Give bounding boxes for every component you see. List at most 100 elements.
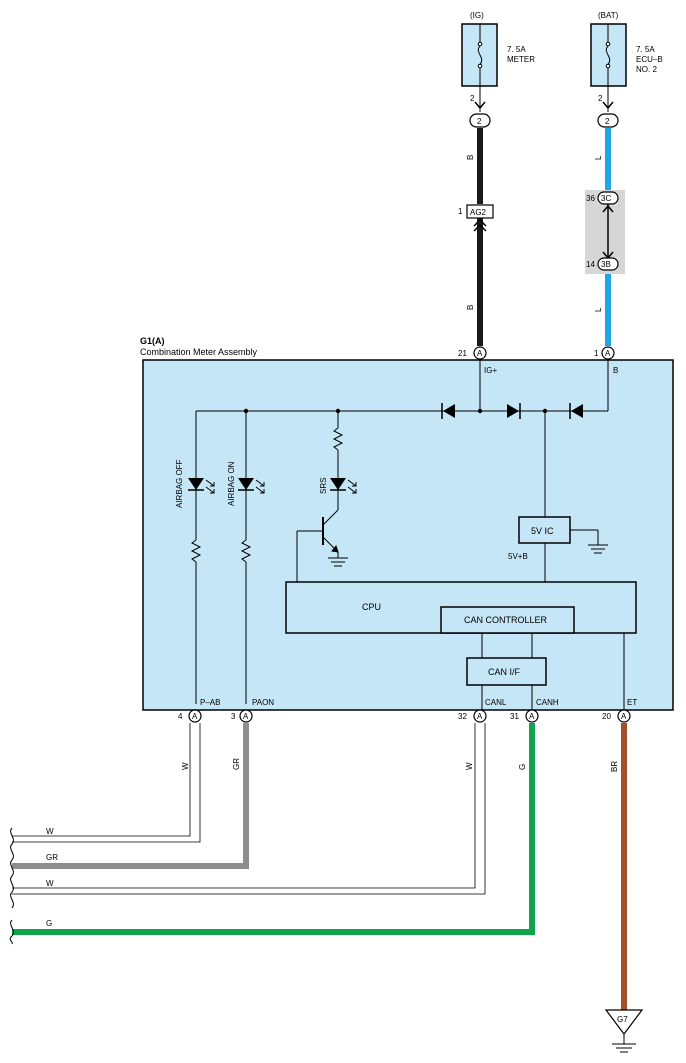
- svg-text:4: 4: [178, 712, 183, 721]
- svg-text:A: A: [243, 712, 249, 721]
- fuse-ig-rating: 7. 5A: [507, 45, 526, 54]
- conn-ag2-label: AG2: [470, 208, 487, 217]
- wire-w1: W W: [12, 723, 201, 843]
- meter-title: Combination Meter Assembly: [140, 347, 258, 357]
- wire-bat: L L 2 36 3C 14 3B: [585, 113, 625, 346]
- bottom-terminal-31: 31 A: [510, 709, 539, 723]
- svg-text:BR: BR: [610, 761, 619, 772]
- fuse-ig-name: METER: [507, 55, 535, 64]
- svg-text:A: A: [477, 349, 483, 358]
- svg-text:31: 31: [510, 712, 519, 721]
- wire-bat-upper-label: L: [594, 155, 603, 160]
- diode-icon: [569, 403, 583, 419]
- top-terminal-1: 1 A B: [594, 346, 618, 411]
- svg-text:W: W: [181, 762, 190, 770]
- conn-ag2-pin: 1: [458, 207, 463, 216]
- svg-text:G: G: [518, 764, 527, 770]
- svg-text:A: A: [621, 712, 627, 721]
- svg-text:W: W: [46, 879, 54, 888]
- wire-gr: GR GR: [12, 723, 249, 869]
- wire-ig-lower-label: B: [466, 305, 475, 310]
- bottom-terminal-32: 32 A: [458, 709, 487, 723]
- block-cpu: CPU CAN CONTROLLER: [285, 581, 637, 634]
- led-srs: SRS: [319, 427, 357, 510]
- ground-icon: [328, 557, 348, 567]
- pin-name-canh: CANH: [536, 698, 559, 707]
- svg-text:CAN CONTROLLER: CAN CONTROLLER: [464, 615, 548, 625]
- top-terminal-21: 21 A IG+: [458, 346, 497, 411]
- chevron-down-icon: [602, 101, 614, 110]
- svg-text:CAN I/F: CAN I/F: [488, 667, 521, 677]
- wire-ig-upper-label: B: [466, 155, 475, 160]
- svg-text:5V IC: 5V IC: [531, 526, 554, 536]
- pin-name-ig: IG+: [484, 366, 497, 375]
- meter-panel: [142, 359, 674, 711]
- wire-br: BR: [610, 723, 627, 1010]
- wire-g: G G: [12, 723, 535, 935]
- transistor-icon: [296, 509, 339, 582]
- bottom-terminal-4: 4 A: [178, 709, 202, 723]
- fuse-ig: (IG) 7. 5A METER 2: [461, 11, 535, 112]
- svg-text:20: 20: [602, 712, 611, 721]
- pin-name-p-ab: P–AB: [200, 698, 220, 707]
- bottom-terminal-20: 20 A: [602, 709, 631, 723]
- svg-text:GR: GR: [46, 853, 58, 862]
- svg-text:G7: G7: [617, 1015, 628, 1024]
- wire-bat-lower-label: L: [594, 307, 603, 312]
- bottom-terminal-3: 3 A: [231, 709, 253, 723]
- pin-name-paon: PAON: [252, 698, 274, 707]
- fuse-bat-name2: NO. 2: [636, 65, 657, 74]
- conn-3c-pin: 36: [586, 194, 595, 203]
- internal-bus: [195, 410, 608, 517]
- svg-text:1: 1: [594, 349, 599, 358]
- chevron-down-icon: [474, 101, 486, 110]
- svg-text:G: G: [46, 919, 52, 928]
- chevron-up-icon: [602, 204, 614, 213]
- conn-3c-label: 3C: [601, 194, 611, 203]
- svg-text:21: 21: [458, 349, 467, 358]
- diode-icon: [507, 403, 521, 419]
- svg-text:W: W: [46, 827, 54, 836]
- pin-name-canl: CANL: [485, 698, 507, 707]
- svg-text:A: A: [529, 712, 535, 721]
- fuse-ig-pin: 2: [470, 94, 475, 103]
- ground-icon: [588, 544, 608, 554]
- fuse-bat: (BAT) 7. 5A ECU–B NO. 2 2: [590, 11, 663, 112]
- led-airbag-on: AIRBAG ON: [227, 461, 265, 704]
- svg-text:W: W: [465, 762, 474, 770]
- pin-name-et: ET: [627, 698, 637, 707]
- svg-text:A: A: [477, 712, 483, 721]
- block-5v-ic: 5V IC 5V+B: [508, 516, 599, 582]
- fuse-bat-pin: 2: [598, 94, 603, 103]
- chevron-up-icon: [473, 218, 487, 232]
- block-can-controller: [440, 606, 575, 634]
- ground-g7: G7: [604, 1009, 644, 1053]
- label-airbag-on: AIRBAG ON: [227, 461, 236, 506]
- wire-w2: W W: [12, 723, 486, 895]
- fuse-bat-source: (BAT): [598, 11, 619, 20]
- fuse-ig-source: (IG): [470, 11, 484, 20]
- fuse-bat-name: ECU–B: [636, 55, 663, 64]
- label-srs: SRS: [319, 478, 328, 494]
- conn-bat-2: 2: [605, 117, 610, 126]
- svg-text:A: A: [605, 349, 611, 358]
- diode-icon: [441, 403, 455, 419]
- block-can-if: CAN I/F: [466, 633, 547, 710]
- meter-ref: G1(A): [140, 336, 165, 346]
- conn-3b-pin: 14: [586, 260, 595, 269]
- fuse-bat-rating: 7. 5A: [636, 45, 655, 54]
- label-airbag-off: AIRBAG OFF: [175, 459, 184, 508]
- led-airbag-off: AIRBAG OFF: [175, 459, 215, 704]
- svg-text:32: 32: [458, 712, 467, 721]
- conn-3b-label: 3B: [601, 260, 611, 269]
- wire-break-marks: [9, 827, 14, 945]
- wire-ig: B B 2 1 AG2: [458, 113, 494, 346]
- label-5v-b: 5V+B: [508, 552, 528, 561]
- svg-text:A: A: [192, 712, 198, 721]
- svg-text:3: 3: [231, 712, 236, 721]
- conn-ig-2: 2: [477, 117, 482, 126]
- pin-name-b: B: [613, 366, 618, 375]
- svg-text:CPU: CPU: [362, 602, 381, 612]
- svg-text:GR: GR: [232, 758, 241, 770]
